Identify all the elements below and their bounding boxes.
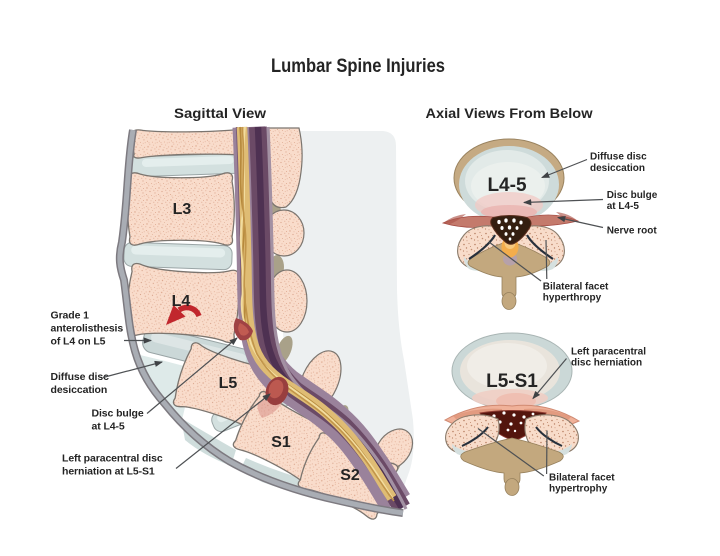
svg-text:herniation at L5-S1: herniation at L5-S1 xyxy=(62,466,155,478)
svg-text:Left paracentral: Left paracentral xyxy=(571,346,646,357)
svg-text:L4-5: L4-5 xyxy=(487,175,527,196)
svg-text:L4: L4 xyxy=(172,293,191,310)
svg-text:Disc bulge: Disc bulge xyxy=(607,190,658,201)
svg-text:disc herniation: disc herniation xyxy=(571,358,642,369)
svg-text:S1: S1 xyxy=(271,434,291,451)
svg-text:at L4-5: at L4-5 xyxy=(607,201,640,212)
svg-text:L5: L5 xyxy=(219,375,238,392)
svg-text:of L4 on L5: of L4 on L5 xyxy=(51,336,106,348)
svg-text:Lumbar Spine Injuries: Lumbar Spine Injuries xyxy=(271,55,445,77)
svg-text:Disc bulge: Disc bulge xyxy=(92,408,144,420)
svg-text:Diffuse disc: Diffuse disc xyxy=(590,152,647,163)
svg-text:desiccation: desiccation xyxy=(51,384,108,396)
svg-text:desiccation: desiccation xyxy=(590,163,645,174)
svg-text:hyperthropy: hyperthropy xyxy=(543,292,602,303)
svg-text:Left paracentral disc: Left paracentral disc xyxy=(62,453,163,465)
svg-text:Bilateral facet: Bilateral facet xyxy=(549,473,615,484)
svg-text:at L4-5: at L4-5 xyxy=(92,421,125,433)
svg-text:Nerve root: Nerve root xyxy=(607,225,658,236)
svg-text:Sagittal View: Sagittal View xyxy=(174,105,266,121)
svg-text:Grade 1: Grade 1 xyxy=(51,310,90,322)
svg-text:Axial Views From Below: Axial Views From Below xyxy=(426,105,593,121)
svg-text:L5-S1: L5-S1 xyxy=(486,371,538,392)
svg-text:S2: S2 xyxy=(340,467,360,484)
svg-text:Bilateral facet: Bilateral facet xyxy=(543,281,609,292)
svg-text:Diffuse disc: Diffuse disc xyxy=(51,371,110,383)
svg-text:hypertrophy: hypertrophy xyxy=(549,484,608,495)
svg-text:anterolisthesis: anterolisthesis xyxy=(51,323,124,335)
svg-text:L3: L3 xyxy=(173,201,192,218)
